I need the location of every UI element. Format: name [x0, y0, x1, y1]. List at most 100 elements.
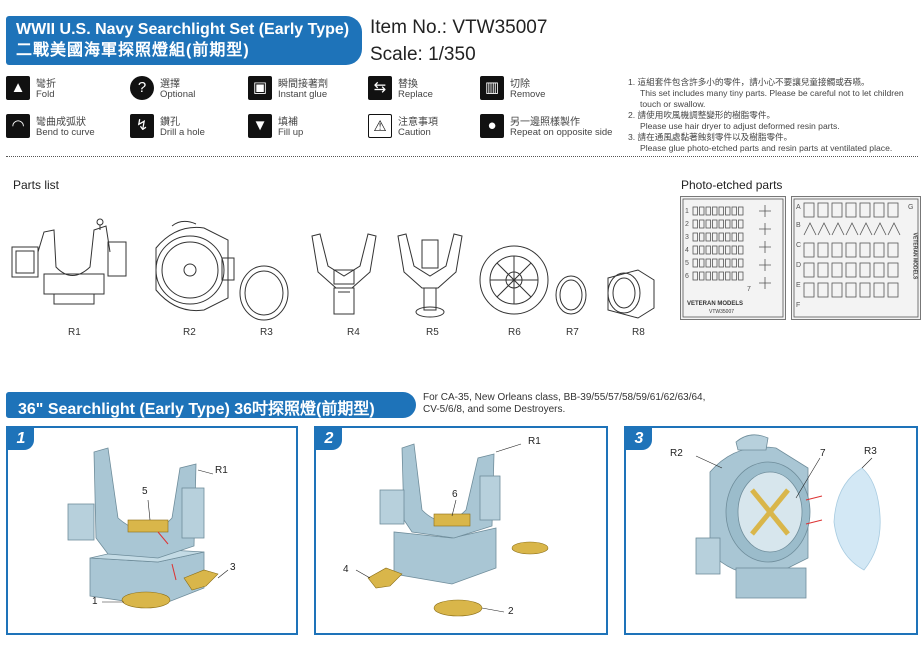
legend-label-zh: 彎曲成弧狀: [36, 117, 86, 128]
fret2-letter-g: G: [908, 204, 913, 211]
fret2-etch: [873, 222, 887, 236]
note-2-en: Please use hair dryer to adjust deformed…: [640, 121, 840, 131]
fret1-etch: [692, 219, 698, 229]
fret1-etch: [718, 271, 724, 281]
fret1-etch: [731, 258, 737, 268]
fret1-etch: [725, 245, 731, 255]
fret1-etch: [699, 271, 705, 281]
fret2-etch: [831, 222, 845, 236]
title-english: WWII U.S. Navy Searchlight Set (Early Ty…: [16, 21, 350, 38]
fret1-number-1: 1: [685, 208, 689, 215]
legend-label-en: Fill up: [278, 127, 304, 138]
fret2-etch: [831, 282, 843, 298]
fret1-brand: VETERAN MODELS: [687, 301, 744, 307]
section-note-line-1: For CA-35, New Orleans class, BB-39/55/5…: [423, 392, 706, 403]
step-1-illustration: [67, 447, 229, 609]
fret1-etch: [712, 232, 718, 242]
fret1-etch: [712, 271, 718, 281]
fret2-etch: [859, 262, 871, 278]
fret1-etch: [738, 206, 744, 216]
step-3-callout-r3: R3: [864, 446, 877, 457]
fret1-etch: [718, 245, 724, 255]
legend-label-zh: 另一邊照樣製作: [510, 117, 580, 128]
step-3-callout-r2: R2: [670, 448, 683, 459]
bend-curve-icon: ◠: [6, 114, 30, 138]
fret2-etch: [845, 242, 857, 258]
fret2-etch: [845, 222, 859, 236]
fret2-etch: [873, 242, 885, 258]
part-r8-drawing: [598, 262, 664, 324]
fret1-etch: [705, 219, 711, 229]
legend-label-en: Replace: [398, 89, 433, 100]
legend-label-en: Bend to curve: [36, 127, 95, 138]
fret2-letter-d: D: [796, 262, 801, 269]
fret1-cross-etch: [759, 241, 771, 253]
fret1-etch: [731, 271, 737, 281]
section-note-line-2: CV-5/6/8, and some Destroyers.: [423, 404, 566, 415]
step-2-callout-2: 2: [508, 606, 514, 617]
note-2-zh: 2. 請使用吹風機調整變形的樹脂零件。: [628, 110, 776, 120]
step-2-number: 2: [316, 428, 342, 450]
fret1-etch: [738, 258, 744, 268]
step-3-panel: 3 R2 7 R3: [624, 426, 918, 635]
fret1-etch: [718, 206, 724, 216]
parts-list-label: Parts list: [13, 178, 60, 192]
legend-label-en: Remove: [510, 89, 546, 100]
question-icon: ?: [130, 76, 154, 100]
fret2-etch: [873, 202, 885, 218]
fret2-etch: [859, 242, 871, 258]
fret1-number-2: 2: [685, 221, 689, 228]
fret1-etch: [705, 232, 711, 242]
note-1-zh: 1. 這組套件包含許多小的零件，請小心不要讓兒童接觸或吞嚥。: [628, 77, 870, 87]
step-3-callout-7: 7: [820, 448, 826, 459]
part-r7-drawing: [552, 272, 590, 318]
part-r6-drawing: [474, 238, 554, 322]
step-2-panel: 2 R1 6 4 2: [314, 426, 608, 635]
step-1-callout-1: 1: [92, 596, 98, 607]
legend-label-zh: 瞬間接著劑: [278, 79, 328, 90]
fret2-etch: [817, 282, 829, 298]
step-1-callout-3: 3: [230, 562, 236, 573]
fret2-etch: [817, 222, 831, 236]
fret2-etch: [887, 222, 901, 236]
legend-label-en: Optional: [160, 89, 196, 100]
fret1-etch: [731, 232, 737, 242]
legend-label-zh: 彎折: [36, 79, 56, 90]
fret1-etch: [692, 245, 698, 255]
fret1-etch: [692, 232, 698, 242]
fret2-letter-c: C: [796, 242, 801, 249]
section-title-banner: 36" Searchlight (Early Type) 36吋探照燈(前期型): [6, 392, 416, 418]
fret1-code: VTW35007: [709, 309, 735, 315]
legend-label-en: Instant glue: [278, 89, 328, 100]
fret1-etch: [699, 206, 705, 216]
fret1-etch: [718, 258, 724, 268]
part-label-r6: R6: [508, 327, 521, 338]
part-r3-drawing: [236, 262, 292, 324]
fret1-etch: [705, 271, 711, 281]
fret1-number-3: 3: [685, 234, 689, 241]
part-r5-drawing: [390, 226, 470, 322]
step-2-callout-6: 6: [452, 489, 458, 500]
fret1-cross-etch: [759, 223, 771, 235]
fret2-etch: [831, 262, 843, 278]
fret2-etch: [887, 262, 899, 278]
title-banner: WWII U.S. Navy Searchlight Set (Early Ty…: [6, 16, 362, 65]
scale-label: Scale: 1/350: [370, 44, 476, 65]
fret1-etch: [718, 219, 724, 229]
fret2-letter-a: A: [796, 204, 801, 211]
step-2-illustration: [355, 443, 549, 617]
step-1-number: 1: [8, 428, 34, 450]
fret1-etch: [731, 219, 737, 229]
fret2-letter-e: E: [796, 282, 801, 289]
legend-label-zh: 鑽孔: [160, 117, 180, 128]
fret1-etch: [699, 258, 705, 268]
fret2-letter-b: B: [796, 222, 801, 229]
fret2-etch: [817, 262, 829, 278]
